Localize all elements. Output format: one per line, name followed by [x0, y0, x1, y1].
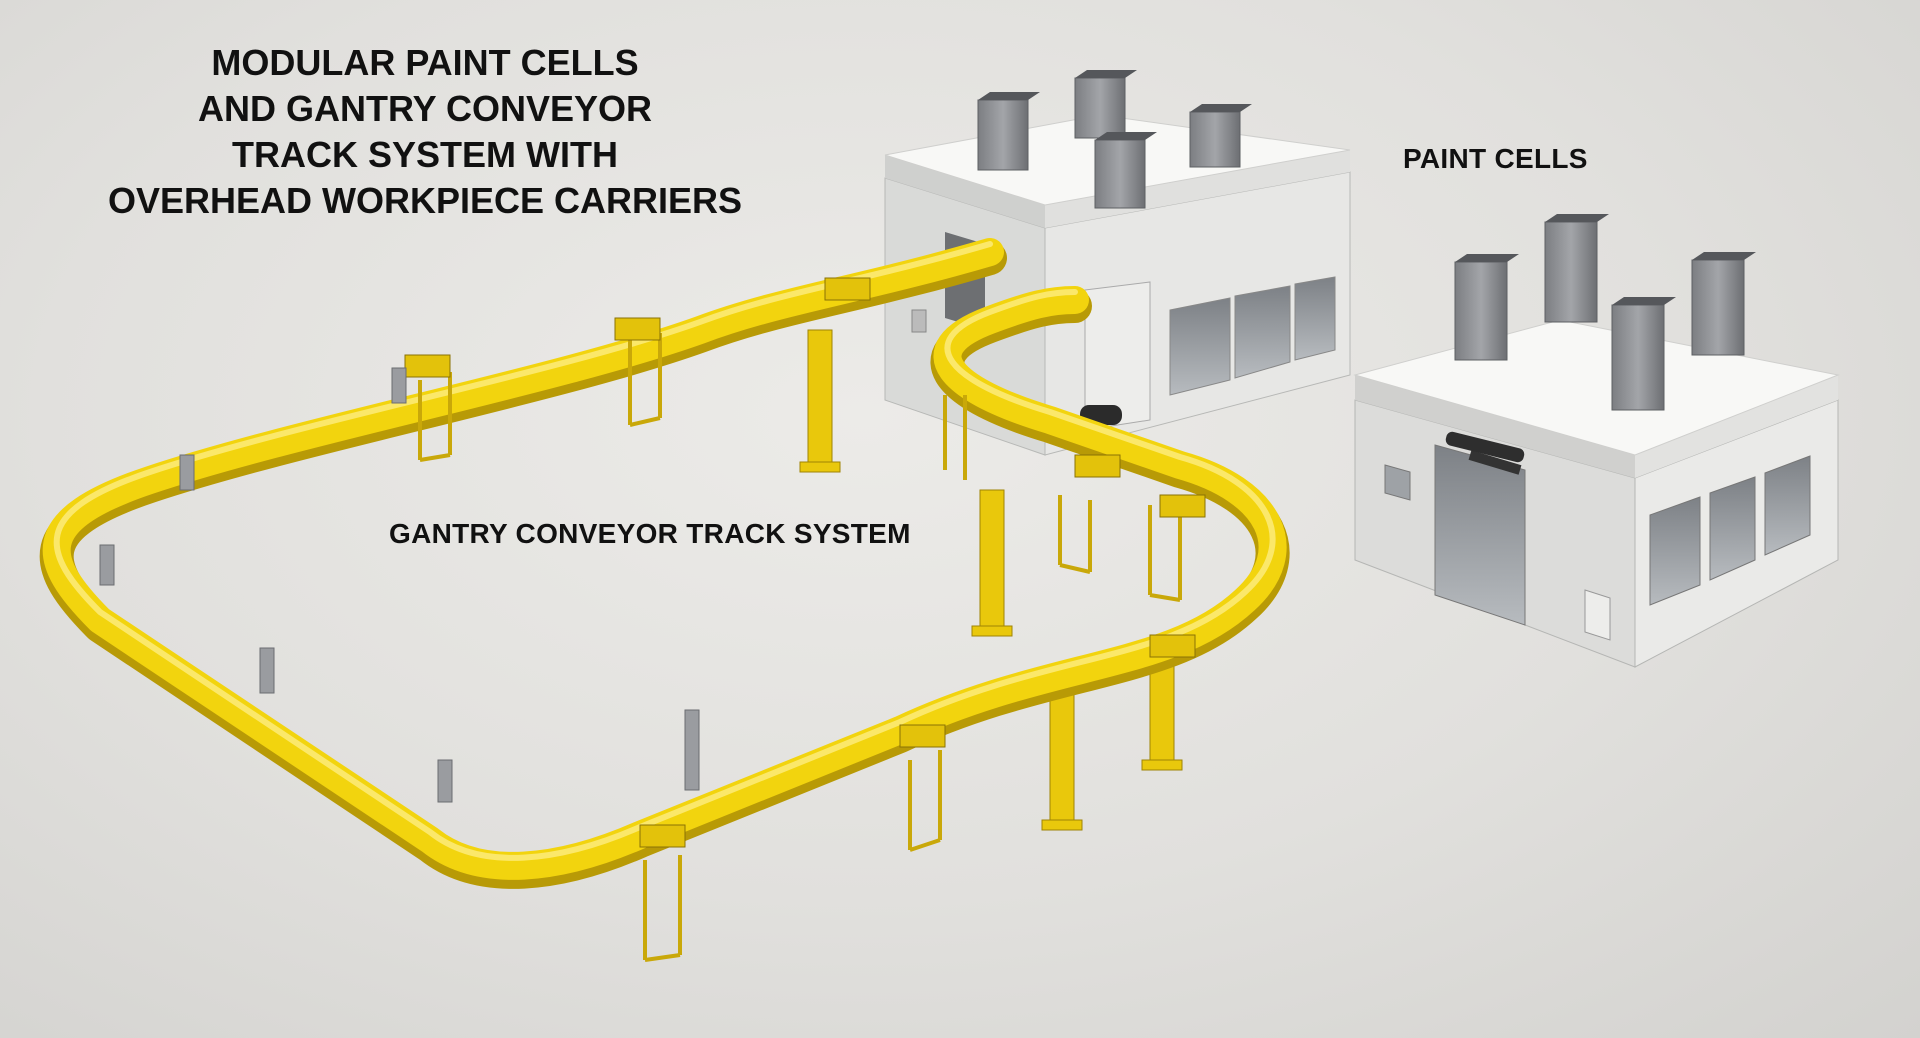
- paint-cells-label: PAINT CELLS: [1403, 143, 1588, 174]
- gantry-conveyor-label: GANTRY CONVEYOR TRACK SYSTEM: [389, 518, 911, 549]
- diagram-title: MODULAR PAINT CELLS AND GANTRY CONVEYOR …: [95, 40, 755, 224]
- hanger-brackets: [99, 367, 700, 803]
- gantry-legs: [799, 329, 1183, 831]
- workpiece-carriers: [418, 333, 1182, 962]
- carrier-trolleys: [404, 277, 1206, 848]
- conveyor-track: [39, 238, 1290, 889]
- title-line-3: TRACK SYSTEM WITH: [232, 134, 618, 175]
- title-line-2: AND GANTRY CONVEYOR: [197, 88, 653, 129]
- title-line-1: MODULAR PAINT CELLS: [211, 42, 639, 83]
- title-line-4: OVERHEAD WORKPIECE CARRIERS: [107, 180, 743, 221]
- paint-cell-front: [1353, 214, 1840, 668]
